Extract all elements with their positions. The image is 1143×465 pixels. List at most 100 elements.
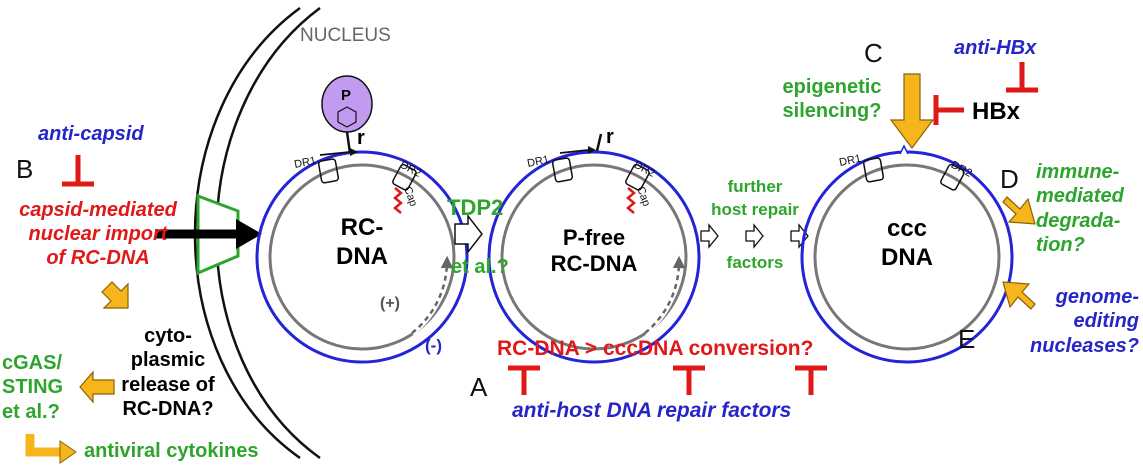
anti-capsid-inhibitor — [62, 155, 94, 187]
epigenetic-orange-arrow — [889, 73, 935, 149]
repair-inhibitor-3 — [795, 365, 827, 395]
rc-dna-dr2-label: DR2 — [398, 159, 423, 180]
rc-dna-plus-strand-dashed — [411, 255, 454, 334]
phosphate-hexagon — [337, 106, 357, 128]
cyto-release-line-2: plasmic — [130, 349, 206, 372]
p-free-outer-strand — [487, 150, 701, 364]
rc-dna-label: RC- DNA — [300, 214, 424, 272]
ccc-dna-nick — [899, 144, 909, 155]
epigenetic-text: epigenetic silencing? — [762, 75, 902, 123]
rc-dna-r-label: r — [357, 127, 365, 149]
genome-line-3: nucleases? — [1030, 334, 1139, 357]
anti-repair-label: anti-host DNA repair factors — [512, 399, 792, 422]
cyto-release-line-3: release of — [121, 373, 215, 396]
p-free-r-label: r — [606, 126, 614, 148]
conversion-label: RC-DNA > cccDNA conversion? — [497, 337, 814, 360]
immune-orange-arrow — [1002, 196, 1036, 225]
panel-label-a: A — [470, 372, 488, 402]
cyto-release-text: cyto- plasmic release of RC-DNA? — [112, 324, 224, 422]
rc-dna-dr2-box — [392, 163, 417, 191]
immune-line-4: tion? — [1036, 234, 1085, 257]
p-free-minus-strand-arrow — [559, 149, 589, 154]
rc-dna-plus-strand-gap — [410, 261, 450, 336]
minus-strand-label: (-) — [425, 336, 442, 355]
rc-dna-inner-strand — [268, 163, 456, 351]
panel-label-d: D — [1000, 164, 1019, 194]
immune-line-3: degrada- — [1036, 209, 1121, 232]
p-free-label-line-1: P-free — [562, 225, 626, 250]
antiviral-cytokines-label: antiviral cytokines — [84, 440, 259, 462]
rc-dna-cap-label: Cap — [401, 185, 419, 208]
repair-factors-line-2: host repair — [711, 200, 799, 219]
genome-editing-text: genome- editing nucleases? — [1024, 285, 1139, 358]
import-arrow-head — [236, 219, 262, 249]
genome-orange-arrow — [1002, 281, 1036, 310]
ccc-dna-dr2-box — [940, 163, 965, 191]
tdp2-hollow-arrow — [454, 213, 483, 255]
p-free-cap-zigzag — [626, 187, 636, 214]
cgas-line-2: STING — [2, 376, 64, 399]
rc-dna-label-line-2: DNA — [336, 242, 388, 270]
tdp2-etal-label: et al.? — [451, 256, 509, 278]
plus-strand-label: (+) — [380, 295, 400, 312]
p-free-dr1-label: DR1 — [526, 154, 550, 170]
release-orange-arrow — [101, 281, 129, 309]
hbx-inhibitor — [933, 95, 964, 125]
p-free-dr1-box — [551, 157, 574, 183]
repair-factors-text: further host repair factors — [700, 178, 810, 271]
phosphate-label: P — [341, 87, 352, 104]
epigenetic-line-2: silencing? — [782, 100, 882, 122]
p-free-label: P-free RC-DNA — [530, 225, 658, 278]
ccc-dna-label-line-2: DNA — [881, 243, 933, 271]
capsid-import-line-2: nuclear import — [28, 223, 168, 245]
genome-line-1: genome- — [1055, 286, 1139, 308]
cgas-orange-arrow — [79, 370, 115, 404]
epigenetic-line-1: epigenetic — [782, 76, 882, 98]
repair-hollow-arrow-2 — [745, 223, 764, 249]
repair-hollow-arrow-1 — [700, 223, 719, 249]
anti-hbx-label: anti-HBx — [954, 37, 1037, 59]
hbx-label: HBx — [972, 98, 1021, 125]
ccc-dna-label-line-1: ccc — [886, 215, 928, 242]
rc-dna-minus-arrowhead — [350, 148, 358, 156]
ccc-dna-inner-strand — [813, 163, 1001, 351]
immune-text: immune- mediated degrada- tion? — [1036, 160, 1124, 258]
p-free-label-line-2: RC-DNA — [550, 251, 638, 277]
ccc-dna-dr1-box — [862, 157, 885, 183]
immune-line-1: immune- — [1036, 161, 1120, 183]
repair-inhibitor-2 — [673, 365, 705, 395]
repair-inhibitor-1 — [508, 365, 540, 395]
ccc-dna-label: ccc DNA — [857, 215, 957, 273]
rc-dna-dr1-label: DR1 — [293, 155, 317, 171]
panel-label-e: E — [958, 324, 976, 354]
genome-line-2: editing — [1073, 310, 1139, 333]
p-free-cap-label: Cap — [634, 185, 652, 208]
capsid-import-text: capsid-mediated nuclear import of RC-DNA — [0, 198, 196, 270]
p-free-inner-strand — [500, 163, 688, 351]
rc-dna-label-line-1: RC- — [340, 214, 384, 241]
anti-hbx-inhibitor — [1006, 62, 1038, 93]
anti-capsid-label: anti-capsid — [38, 123, 144, 145]
p-free-r-stub — [595, 133, 603, 152]
capsid-import-line-1: capsid-mediated — [19, 199, 177, 221]
rc-dna-outer-strand — [255, 150, 469, 364]
panel-label-b: B — [16, 154, 34, 184]
cgas-text: cGAS/ STING et al.? — [2, 351, 63, 424]
cytokines-orange-arrowhead — [59, 440, 77, 464]
cyto-release-line-4: RC-DNA? — [122, 398, 214, 421]
rc-dna-dr1-box — [317, 158, 340, 184]
p-free-dr2-label: DR2 — [632, 159, 657, 180]
immune-line-2: mediated — [1036, 185, 1124, 208]
cyto-release-line-1: cyto- — [144, 325, 192, 347]
rc-dna-minus-strand-arrow — [319, 151, 351, 156]
panel-label-c: C — [864, 38, 883, 68]
repair-factors-line-3: factors — [726, 253, 784, 272]
capsid-import-line-3: of RC-DNA — [46, 247, 150, 269]
ccc-dna-dr1-label: DR1 — [838, 153, 862, 169]
p-free-dr2-box — [625, 163, 650, 191]
rc-dna-cap-zigzag — [393, 187, 403, 214]
p-free-minus-arrowhead — [588, 146, 596, 154]
tdp2-label: TDP2 — [447, 195, 504, 220]
